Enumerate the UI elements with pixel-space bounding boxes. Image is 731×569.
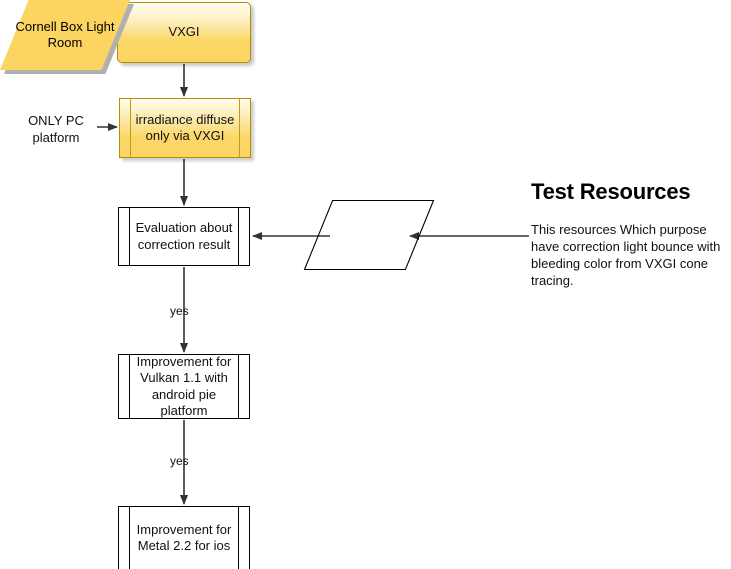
predefined-process-bar-right	[239, 98, 240, 158]
node-evaluation[interactable]: Evaluation about correction result	[118, 207, 250, 266]
predefined-process-bar-right	[238, 506, 239, 569]
node-improvement-metal[interactable]: Improvement for Metal 2.2 for ios	[118, 506, 250, 569]
predefined-process-bar-left	[129, 207, 130, 266]
section-description-test-resources: This resources Which purpose have correc…	[531, 222, 721, 289]
annotation-only-pc-platform: ONLY PC platform	[28, 113, 84, 145]
node-irradiance-diffuse[interactable]: irradiance diffuse only via VXGI	[119, 98, 251, 158]
node-cornell-box-label: Cornell Box Light Room	[15, 18, 115, 50]
node-vxgi-label: VXGI	[168, 24, 200, 40]
predefined-process-bar-right	[238, 354, 239, 419]
predefined-process-bar-left	[129, 506, 130, 569]
node-vxgi[interactable]: VXGI	[117, 2, 251, 63]
node-cornell-box[interactable]: Cornell Box Light Room	[0, 0, 134, 74]
section-title-test-resources: Test Resources	[531, 179, 691, 204]
node-improvement-metal-label: Improvement for Metal 2.2 for ios	[136, 521, 232, 553]
edge-label-yes-vulkan-to-metal: yes	[170, 454, 189, 468]
predefined-process-bar-left	[130, 98, 131, 158]
predefined-process-bar-left	[129, 354, 130, 419]
predefined-process-bar-right	[238, 207, 239, 266]
cornell-box-outline	[303, 199, 435, 271]
node-improvement-vulkan-label: Improvement for Vulkan 1.1 with android …	[136, 354, 232, 418]
node-irradiance-diffuse-label: irradiance diffuse only via VXGI	[135, 111, 235, 143]
node-evaluation-label: Evaluation about correction result	[135, 220, 233, 252]
edge-label-yes-evaluation-to-vulkan: yes	[170, 304, 189, 318]
node-improvement-vulkan[interactable]: Improvement for Vulkan 1.1 with android …	[118, 354, 250, 419]
